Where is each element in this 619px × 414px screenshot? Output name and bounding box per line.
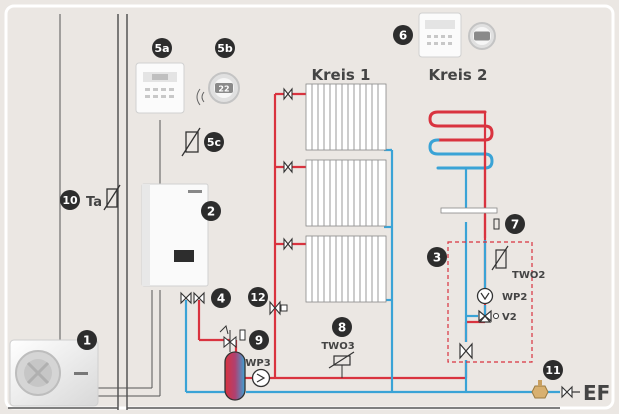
- shutoff-valves-4: [180, 291, 205, 305]
- label-wp2: WP2: [502, 292, 527, 303]
- marker-9: 9: [255, 334, 263, 348]
- label-ta: Ta: [86, 195, 102, 210]
- return-pipes: [184, 148, 560, 394]
- marker-5a: 5a: [154, 42, 169, 55]
- marker-6: 6: [399, 29, 407, 43]
- radiator-valve-icon: [283, 160, 293, 174]
- overflow-valve-12-icon: [269, 300, 288, 316]
- mixing-group-3: [447, 241, 533, 363]
- controller-6: [418, 12, 462, 58]
- marker-2-circle: [201, 201, 221, 221]
- controller-5a: [135, 62, 185, 114]
- room-sensor-5b: 22: [196, 72, 240, 106]
- radiator-1: [305, 83, 387, 151]
- marker-10-circle: [60, 190, 80, 210]
- outdoor-temp-sensor-icon: [103, 184, 121, 211]
- marker-4-circle: [211, 288, 231, 308]
- marker-10: 10: [62, 194, 78, 207]
- radiator-valve-icon: [283, 87, 293, 101]
- marker-5b-circle: [215, 38, 235, 58]
- marker-12: 12: [250, 291, 265, 304]
- marker-5c-circle: [204, 132, 224, 152]
- marker-2: 2: [207, 205, 215, 219]
- marker-12-circle: [248, 287, 268, 307]
- safety-group-9-icon: [219, 325, 246, 352]
- temperature-sensor-5c-icon: [181, 127, 201, 157]
- marker-3-circle: [427, 247, 447, 267]
- marker-3: 3: [433, 251, 441, 265]
- marker-5a-circle: [152, 38, 172, 58]
- floor-heating-coil: [428, 110, 494, 210]
- mixing-valve-v2-icon: [478, 309, 499, 323]
- pump-wp2-icon: [476, 287, 494, 305]
- marker-8: 8: [338, 321, 346, 335]
- marker-5b: 5b: [217, 42, 233, 55]
- label-kreis1: Kreis 1: [312, 66, 371, 84]
- marker-5c: 5c: [207, 136, 221, 149]
- marker-11: 11: [545, 364, 560, 377]
- hydraulic-separator: [440, 207, 498, 214]
- marker-1: 1: [83, 334, 91, 348]
- buffer-storage: [224, 351, 246, 401]
- two3-sensor-icon: [328, 351, 355, 378]
- two2-sensor-icon: [491, 245, 509, 271]
- building-wall: [8, 14, 560, 410]
- radiator-2: [305, 159, 387, 227]
- marker-7: 7: [511, 218, 519, 232]
- valve-group3-icon: [459, 342, 473, 360]
- marker-8-circle: [332, 317, 352, 337]
- indoor-unit: [141, 183, 209, 287]
- marker-1-circle: [77, 330, 97, 350]
- label-two2: TWO2: [512, 270, 545, 281]
- marker-7-circle: [505, 214, 525, 234]
- pump-wp3-icon: [251, 368, 271, 388]
- label-v2: V2: [502, 312, 517, 323]
- marker-9-circle: [249, 330, 269, 350]
- marker-4: 4: [217, 292, 225, 306]
- room-sensor-5b-display: 22: [218, 85, 229, 94]
- outdoor-unit: [9, 339, 99, 407]
- label-ef: EF: [583, 381, 610, 405]
- fresh-water-inlet-11: [531, 380, 580, 399]
- room-sensor-6: [468, 22, 496, 50]
- wiring: [59, 14, 161, 397]
- label-kreis2: Kreis 2: [429, 66, 488, 84]
- radiator-valves: [283, 87, 293, 251]
- marker-11-circle: [543, 360, 563, 380]
- label-wp3: WP3: [245, 358, 270, 369]
- radiator-valve-icon: [283, 237, 293, 251]
- label-two3: TWO3: [321, 341, 354, 352]
- temp-sensor-7-icon: [493, 218, 500, 230]
- radiator-3: [305, 235, 387, 303]
- marker-6-circle: [393, 25, 413, 45]
